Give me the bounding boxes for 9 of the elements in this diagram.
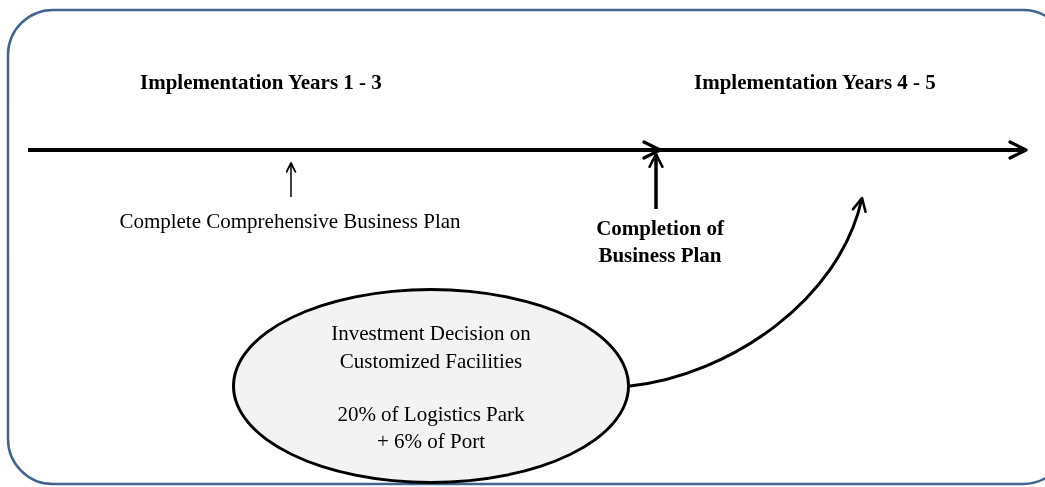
node-title: Complete Comprehensive Business Plan xyxy=(119,208,461,236)
arrow xyxy=(629,196,866,388)
node-title: Completion of Business Plan xyxy=(595,214,726,269)
node-title: Investment Decision on Customized Facilities xyxy=(330,320,532,375)
node-text: 20% of Logistics Park + 6% of Port xyxy=(336,401,526,456)
arrow xyxy=(285,162,297,198)
phase-label: Implementation Years 4 - 5 xyxy=(694,70,936,95)
phase-label: Implementation Years 1 - 3 xyxy=(140,70,382,95)
arrow xyxy=(648,152,664,209)
